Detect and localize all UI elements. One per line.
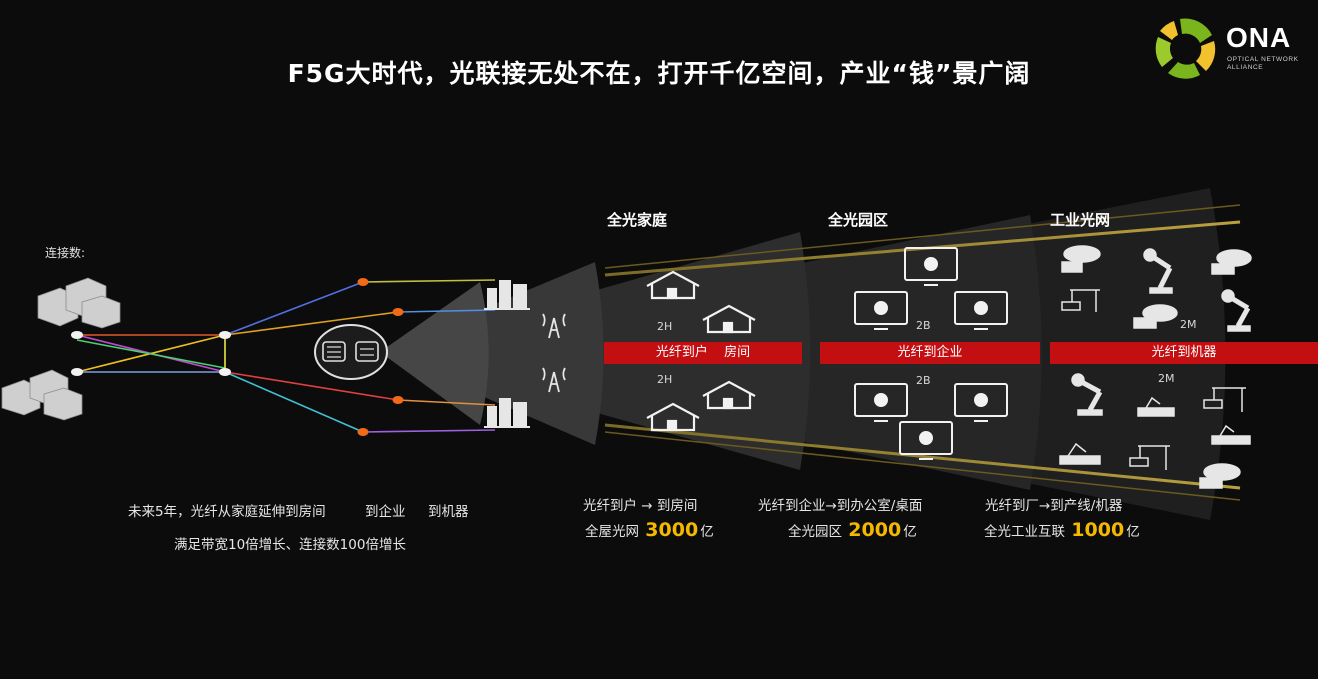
industrial-market-prefix: 全光工业互联 (984, 524, 1065, 540)
campus-market-prefix: 全光园区 (788, 524, 842, 540)
robot-arm-icon (1143, 248, 1173, 294)
office-building-icon (484, 280, 530, 310)
ona-logo: ONA OPTICAL NETWORK ALLIANCE (1150, 14, 1310, 84)
robot-arm-icon (1071, 373, 1103, 416)
industrial-bottom-count: 2M (1158, 372, 1175, 385)
antenna-icon (542, 367, 566, 393)
node-orange (392, 308, 404, 316)
campus-top-count: 2B (916, 319, 931, 332)
robot-arm-icon (1199, 463, 1241, 489)
robot-arm-icon (1133, 304, 1178, 329)
ona-logo-mark (1155, 18, 1216, 79)
node-white (71, 331, 83, 339)
beam-edge-bottom (604, 423, 1241, 490)
home-bottom-count: 2H (657, 373, 673, 386)
industrial-market-value: 1000 (1071, 519, 1125, 541)
bar-fiber-to-machine-label: 光纤到机器 (1151, 345, 1217, 360)
left-caption-enterprise: 到企业 (365, 504, 406, 520)
monitor-icon (904, 247, 958, 286)
bar-fiber-to-enterprise-label: 光纤到企业 (897, 345, 963, 360)
machine-tool-icon (1137, 396, 1175, 417)
node-orange (357, 278, 369, 286)
monitor-icon (899, 421, 953, 460)
robot-arm-icon (1221, 289, 1251, 332)
bar-fiber-to-home: 光纤到户 房间 (604, 342, 802, 364)
industrial-top-count: 2M (1180, 318, 1197, 331)
house-icon (646, 402, 700, 432)
home-market-unit: 亿 (700, 524, 714, 540)
bar-fiber-to-machine: 光纤到机器 (1050, 342, 1318, 364)
section-title-campus: 全光园区 (828, 211, 889, 229)
left-caption-line2: 满足带宽10倍增长、连接数100倍增长 (174, 537, 406, 553)
house-icon (702, 304, 756, 334)
logo-wordmark: ONA (1226, 22, 1292, 53)
monitor-icon (954, 383, 1008, 422)
house-icon (702, 380, 756, 410)
machine-tool-icon (1059, 442, 1101, 465)
node-orange (392, 396, 404, 404)
home-top-count: 2H (657, 320, 673, 333)
fiber-lines (76, 279, 496, 433)
left-caption-line1: 未来5年，光纤从家庭延伸到房间 (128, 504, 326, 520)
campus-caption: 光纤到企业→到办公室/桌面 (758, 498, 923, 514)
node-white (219, 368, 231, 376)
home-market-value: 3000 (645, 519, 699, 541)
robot-arm-icon (1061, 245, 1101, 273)
robot-arm-icon (1211, 249, 1252, 275)
crane-icon (1129, 445, 1170, 470)
connections-label: 连接数: (45, 246, 86, 260)
olt-device-icon (314, 324, 388, 380)
bar-fiber-to-enterprise: 光纤到企业 (820, 342, 1040, 364)
industrial-market-unit: 亿 (1126, 524, 1140, 540)
home-market-prefix: 全屋光网 (585, 524, 639, 540)
monitor-icon (954, 291, 1008, 330)
monitor-icon (854, 383, 908, 422)
antenna-icon (542, 313, 566, 339)
home-caption: 光纤到户 → 到房间 (583, 498, 698, 514)
campus-market-unit: 亿 (903, 524, 917, 540)
section-title-industrial: 工业光网 (1050, 211, 1111, 229)
campus-market-value: 2000 (848, 519, 902, 541)
node-white (219, 331, 231, 339)
bar-fiber-to-home-label: 光纤到户 (655, 345, 708, 360)
office-building-icon (484, 398, 530, 428)
bar-fiber-to-room-label: 房间 (724, 345, 751, 360)
machine-tool-icon (1211, 424, 1251, 445)
crane-icon (1203, 387, 1246, 412)
node-white (71, 368, 83, 376)
beam-edge-top-thin (604, 204, 1241, 269)
fiber-nodes (71, 278, 404, 436)
crane-icon (1061, 289, 1100, 312)
monitor-icon (854, 291, 908, 330)
node-orange (357, 428, 369, 436)
industrial-caption: 光纤到厂→到产线/机器 (985, 498, 1123, 514)
logo-subtitle: OPTICAL NETWORK ALLIANCE (1227, 56, 1299, 71)
section-title-home: 全光家庭 (607, 211, 668, 229)
campus-bottom-count: 2B (916, 374, 931, 387)
beam-edge-bottom-thin (604, 431, 1241, 501)
building-cluster-icon (1, 277, 121, 421)
house-icon (646, 270, 700, 300)
page-title: F5G大时代，光联接无处不在，打开千亿空间，产业“钱”景广阔 (287, 59, 1031, 88)
left-caption-machine: 到机器 (428, 504, 469, 520)
